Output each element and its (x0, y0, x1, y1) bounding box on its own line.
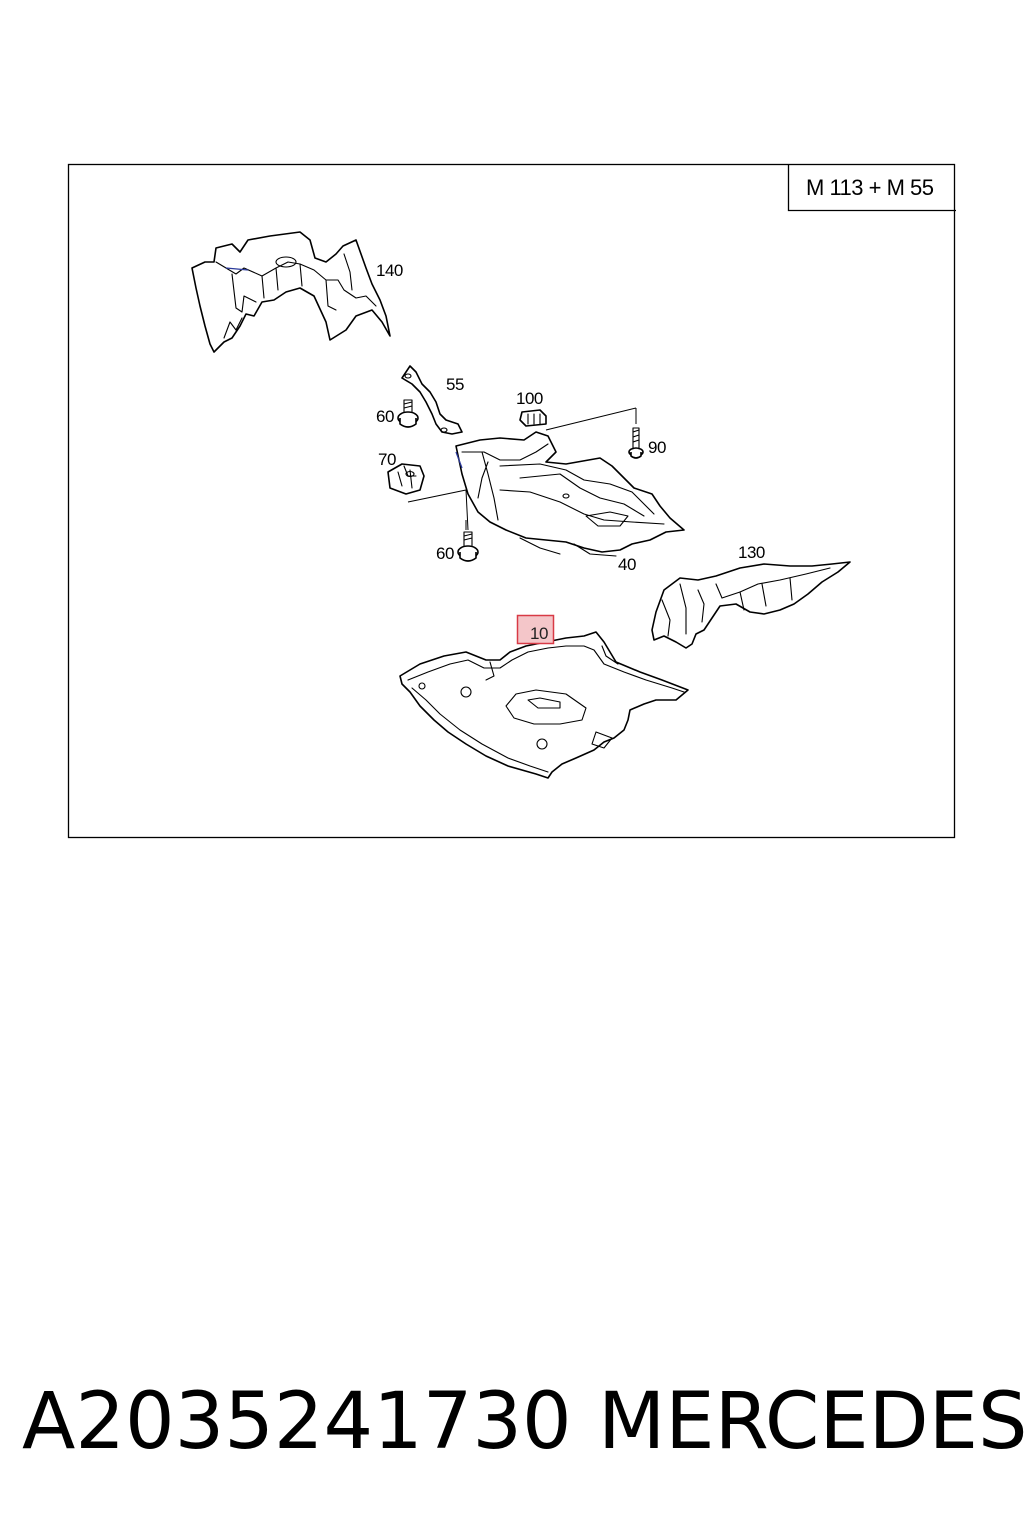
part-130-side-cover[interactable] (651, 561, 851, 649)
variant-label: M 113 + M 55 (806, 175, 934, 200)
callout-130[interactable]: 130 (738, 543, 765, 562)
part-60-screw-upper[interactable] (397, 399, 419, 428)
callout-100[interactable]: 100 (516, 389, 543, 408)
leader-lines (407, 407, 637, 531)
callout-55[interactable]: 55 (446, 375, 464, 394)
callout-70[interactable]: 70 (378, 450, 396, 469)
part-60-screw-lower[interactable] (457, 531, 479, 562)
part-100-clip[interactable] (519, 409, 547, 427)
part-40-middle-shield[interactable] (455, 431, 685, 557)
part-90-screw[interactable] (628, 427, 644, 459)
part-140-upper-cover[interactable] (191, 231, 391, 353)
brand-name: MERCEDES (598, 1377, 1024, 1467)
callout-140[interactable]: 140 (376, 261, 403, 280)
part-55-bracket[interactable] (401, 365, 463, 435)
callout-60-upper[interactable]: 60 (376, 407, 394, 426)
variant-label-box: M 113 + M 55 (787, 164, 956, 212)
part-10-lower-panel[interactable] (399, 631, 689, 779)
callout-60-lower[interactable]: 60 (436, 544, 454, 563)
callout-90[interactable]: 90 (648, 438, 666, 457)
diagram-border (67, 163, 956, 839)
part-number: A2035241730 (22, 1377, 572, 1467)
callout-10-highlight[interactable]: 10 (516, 614, 555, 645)
parts-diagram: M 113 + M 55 (67, 163, 956, 839)
callout-10[interactable]: 10 (530, 624, 548, 643)
callout-40[interactable]: 40 (618, 555, 636, 574)
caption-bar: A2035241730 MERCEDES (0, 1372, 1024, 1472)
part-70-nut[interactable] (387, 463, 425, 495)
